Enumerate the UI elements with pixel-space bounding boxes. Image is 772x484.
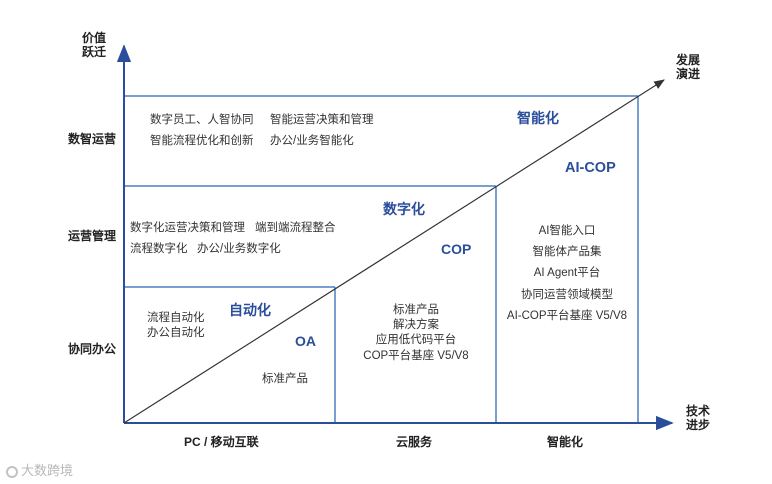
top-cell-item-1: 数字员工、人智协同 <box>150 114 254 126</box>
middle-cell-item-2: 端到端流程整合 <box>255 222 336 234</box>
cloud-item-1: 标准产品 <box>393 304 439 316</box>
diagonal-axis-label: 发展 演进 <box>676 53 701 82</box>
cloud-item-2: 解决方案 <box>393 319 439 332</box>
row-label-top: 数智运营 <box>68 132 117 146</box>
cloud-item-3: 应用低代码平台 <box>375 334 457 347</box>
cloud-column-list: 标准产品 解决方案 应用低代码平台 COP平台基座 V5/V8 <box>346 304 486 363</box>
development-diagonal-arrow <box>123 79 665 424</box>
watermark: 大数跨境 <box>6 460 73 479</box>
ai-item-2: 智能体产品集 <box>532 246 602 259</box>
y-axis-label-line2: 跃迁 <box>82 44 107 59</box>
diagonal-axis-label-line1: 发展 <box>676 53 701 67</box>
ai-item-3: AI Agent平台 <box>533 267 601 280</box>
ai-item-1: AI智能入口 <box>538 225 596 237</box>
diagonal-axis-label-line2: 演进 <box>676 66 701 81</box>
row-label-middle: 运营管理 <box>68 229 117 243</box>
row-label-bottom: 协同办公 <box>68 342 117 356</box>
stage-label-intelligence: 智能化 <box>517 110 559 126</box>
column-label-middle: 云服务 <box>396 435 433 449</box>
product-label-cop: COP <box>441 241 472 257</box>
column-label-left: PC / 移动互联 <box>184 435 259 449</box>
watermark-text: 大数跨境 <box>21 463 74 478</box>
stage-label-digitalization: 数字化 <box>383 201 425 217</box>
watermark-logo-icon <box>6 466 18 478</box>
y-axis-label: 价值 跃迁 <box>82 31 107 60</box>
middle-cell-item-4: 办公/业务数字化 <box>197 243 281 255</box>
middle-cell-item-3: 流程数字化 <box>130 243 188 255</box>
ai-item-4: 协同运营领域模型 <box>521 288 613 301</box>
middle-cell-item-1: 数字化运营决策和管理 <box>130 222 245 234</box>
x-axis-label-line2: 进步 <box>686 417 711 432</box>
column-label-right: 智能化 <box>547 435 584 449</box>
product-label-oa: OA <box>295 333 316 349</box>
bottom-left-product: 标准产品 <box>262 373 308 385</box>
top-cell-item-2: 智能运营决策和管理 <box>270 114 374 126</box>
ai-item-5: AI-COP平台基座 V5/V8 <box>506 309 628 322</box>
stage-label-automation: 自动化 <box>229 302 271 318</box>
bottom-left-item-2: 办公自动化 <box>147 327 205 339</box>
y-axis-label-line1: 价值 <box>82 31 107 45</box>
top-cell-item-3: 智能流程优化和创新 <box>150 135 254 147</box>
x-axis-label-line1: 技术 <box>686 404 711 418</box>
ai-column-list: AI智能入口 智能体产品集 AI Agent平台 协同运营领域模型 AI-COP… <box>500 225 634 323</box>
cloud-item-4: COP平台基座 V5/V8 <box>363 349 469 362</box>
top-cell-item-4: 办公/业务智能化 <box>270 135 354 147</box>
bottom-left-item-1: 流程自动化 <box>147 312 205 324</box>
product-label-ai-cop: AI-COP <box>565 160 616 176</box>
x-axis-label: 技术 进步 <box>686 404 711 433</box>
